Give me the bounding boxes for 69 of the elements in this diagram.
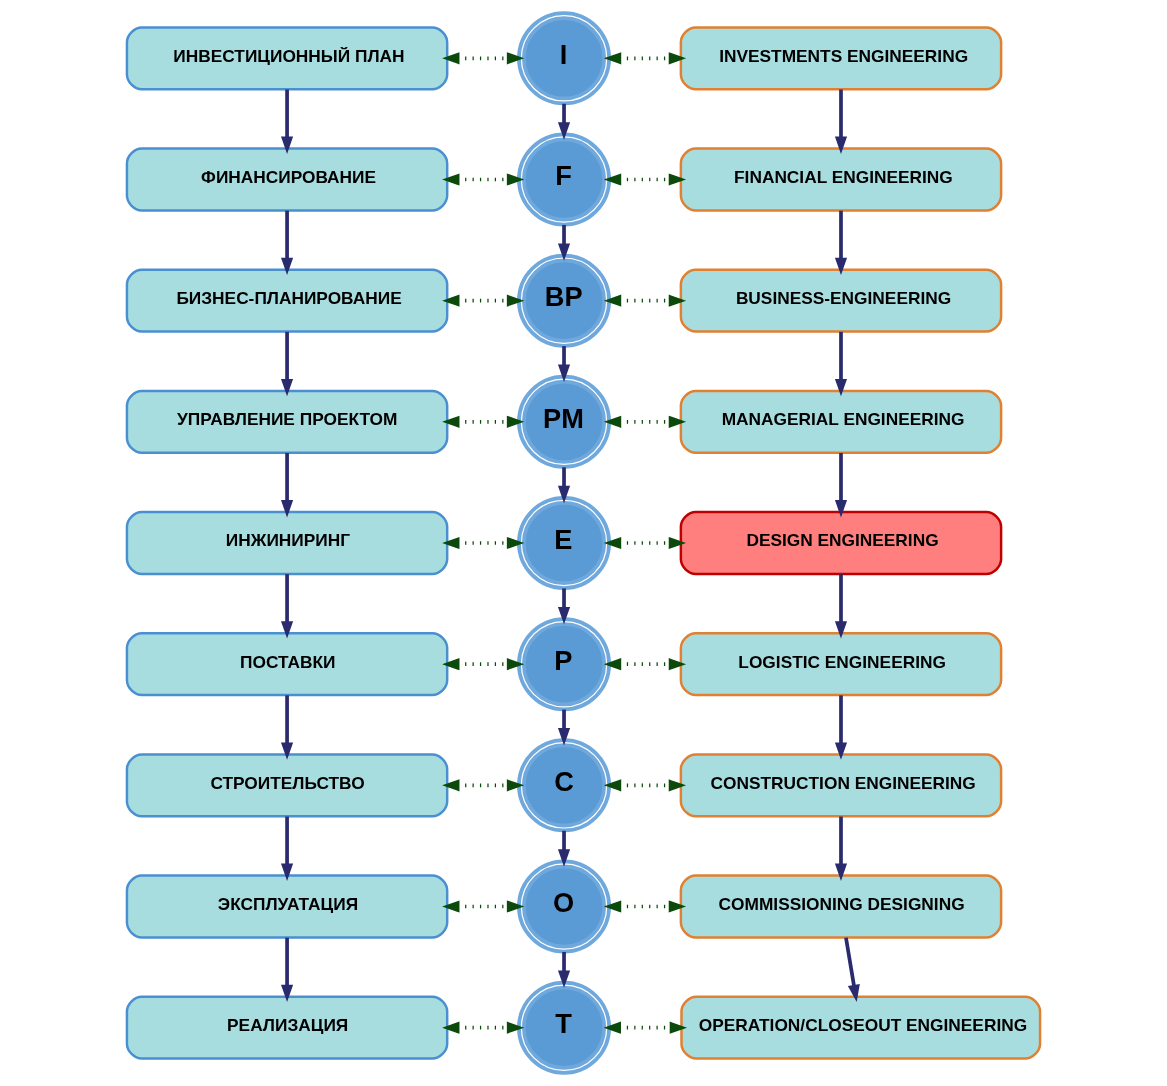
arrow <box>557 346 571 382</box>
arrow <box>442 1021 525 1034</box>
arrow <box>442 294 525 307</box>
node-circle: I <box>517 11 611 106</box>
node-box: COMMISSIONING DESIGNING <box>679 874 1003 939</box>
arrow <box>442 52 525 65</box>
arrow <box>557 951 571 988</box>
arrow <box>281 89 294 154</box>
arrow <box>557 224 571 261</box>
node-circle: P <box>517 617 611 712</box>
arrow <box>834 695 848 760</box>
node-box: DESIGN ENGINEERING <box>679 510 1003 576</box>
node-circle: C <box>517 738 611 833</box>
node-box: ИНЖИНИРИНГ <box>125 510 449 576</box>
arrow <box>557 103 571 140</box>
node-circle: BP <box>517 253 611 348</box>
arrow <box>281 574 294 639</box>
arrow <box>557 830 571 867</box>
arrow <box>442 779 525 792</box>
node-circle: PM <box>517 374 611 469</box>
arrow <box>834 453 848 518</box>
arrow <box>281 937 294 1003</box>
arrow <box>281 453 294 518</box>
node-box: ФИНАНСИРОВАНИЕ <box>125 147 449 212</box>
node-circle: O <box>517 859 611 954</box>
node-box: УПРАВЛЕНИЕ ПРОЕКТОМ <box>125 389 449 454</box>
node-box: ЭКСПЛУАТАЦИЯ <box>125 874 449 939</box>
node-box: LOGISTIC ENGINEERING <box>679 632 1003 697</box>
node-box: INVESTMENTS ENGINEERING <box>679 26 1003 91</box>
arrow <box>603 658 687 671</box>
arrow <box>557 588 571 625</box>
node-box: FINANCIAL ENGINEERING <box>679 147 1003 212</box>
node-box: OPERATION/CLOSEOUT ENGINEERING <box>680 995 1042 1060</box>
arrow <box>557 467 571 504</box>
node-box: ИНВЕСТИЦИОННЫЙ ПЛАН <box>125 26 449 91</box>
arrow <box>834 574 848 639</box>
arrow <box>603 1021 688 1034</box>
arrow <box>442 900 525 913</box>
arrow <box>603 294 687 307</box>
node-box: СТРОИТЕЛЬСТВО <box>125 753 449 818</box>
node-box: РЕАЛИЗАЦИЯ <box>125 995 449 1060</box>
node-box: БИЗНЕС-ПЛАНИРОВАНИЕ <box>125 268 449 333</box>
arrow <box>442 536 525 550</box>
arrow <box>834 331 848 397</box>
arrow <box>442 415 525 428</box>
arrow <box>281 331 294 397</box>
node-circle: T <box>517 980 611 1075</box>
arrow <box>281 210 294 276</box>
arrow <box>834 816 848 881</box>
arrow <box>557 709 571 746</box>
arrow <box>442 658 525 671</box>
arrow <box>834 89 848 154</box>
arrow <box>442 173 525 186</box>
arrow <box>281 695 294 760</box>
node-box: ПОСТАВКИ <box>125 632 449 697</box>
node-box: MANAGERIAL ENGINEERING <box>679 389 1003 454</box>
node-box: BUSINESS-ENGINEERING <box>679 268 1003 333</box>
arrow <box>603 900 687 913</box>
arrow <box>834 210 848 276</box>
arrow <box>603 536 687 550</box>
arrow <box>603 779 687 792</box>
arrow <box>603 173 687 186</box>
node-circle: F <box>517 132 611 227</box>
arrow <box>281 816 294 881</box>
arrow <box>603 415 687 428</box>
node-box: CONSTRUCTION ENGINEERING <box>679 753 1003 818</box>
arrow <box>603 52 687 65</box>
arrow <box>844 937 860 1003</box>
node-circle: E <box>517 496 611 590</box>
